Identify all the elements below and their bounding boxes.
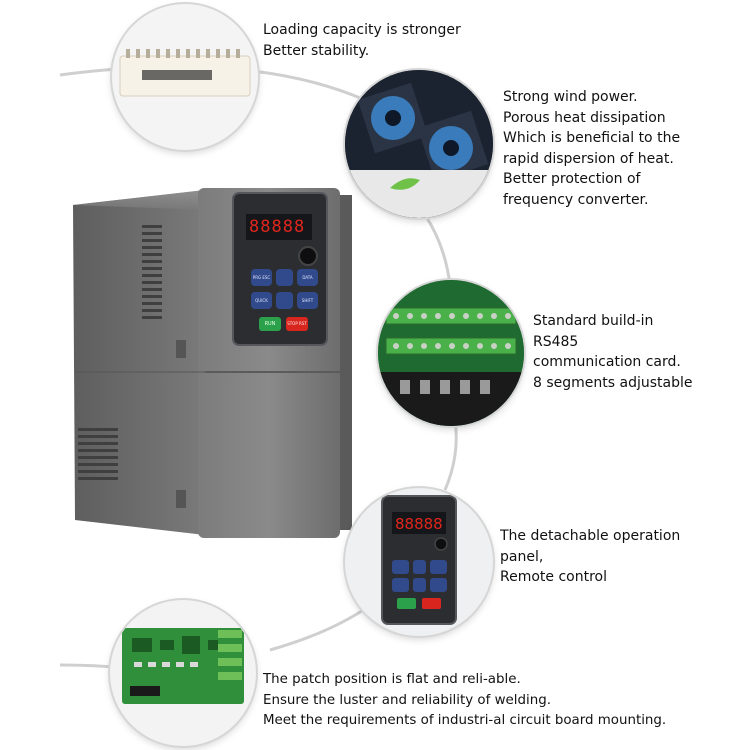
callout-line: Loading capacity is stronger — [263, 22, 461, 38]
side-vent-upper — [142, 225, 162, 319]
callout-line: rapid dispersion of heat. — [503, 150, 674, 167]
svg-text:88888: 88888 — [395, 515, 443, 533]
callout-line: Strong wind power. — [503, 89, 638, 105]
bubble-terminal-board — [378, 280, 524, 426]
key-run[interactable]: RUN — [259, 317, 281, 331]
callout-line: Ensure the luster and reliability of wel… — [263, 692, 551, 708]
callout-line: Porous heat dissipation — [503, 109, 666, 126]
callout-line: The patch position is flat and reli-able… — [263, 672, 521, 687]
callout-wind-power: Strong wind power. Porous heat dissipati… — [503, 87, 680, 210]
callout-line: panel, — [500, 548, 544, 565]
callout-line: The detachable operation — [500, 528, 681, 544]
callout-line: Which is beneficial to the — [503, 130, 681, 146]
callout-patch-position: The patch position is flat and reli-able… — [263, 670, 666, 732]
key-up[interactable] — [276, 269, 293, 286]
callout-line: Better stability. — [263, 42, 370, 59]
bubble-cooling-fans — [345, 70, 493, 218]
callout-line: 8 segments adjustable — [533, 374, 693, 391]
callout-rs485: Standard build-in RS485 communication ca… — [533, 311, 693, 393]
callout-line: Standard build-in — [533, 313, 654, 329]
callout-line: Better protection of — [503, 171, 641, 187]
side-vent-lower — [78, 428, 118, 480]
callout-operation-panel: The detachable operation panel, Remote c… — [500, 526, 680, 588]
key-data-enter[interactable]: DATA ENTER — [297, 269, 318, 286]
bubble-power-module — [112, 4, 258, 150]
callout-line: Remote control — [500, 569, 607, 585]
keypad-knob — [298, 246, 318, 266]
callout-line: RS485 — [533, 333, 579, 350]
key-quick-jog[interactable]: QUICK JOG — [251, 292, 272, 309]
callout-line: Meet the requirements of industri-al cir… — [263, 713, 667, 728]
callout-line: frequency converter. — [503, 191, 649, 208]
key-stop-rst[interactable]: STOP RST — [286, 317, 308, 331]
bubble-detachable-panel: 88888 — [345, 488, 493, 636]
leaf-icon — [390, 178, 420, 190]
key-shift[interactable]: SHIFT — [297, 292, 318, 309]
bubble-patch-pcb — [110, 600, 256, 746]
keypad-display: 88888 — [249, 217, 306, 237]
callout-line: communication card. — [533, 354, 681, 370]
callout-loading-capacity: Loading capacity is stronger Better stab… — [263, 20, 461, 61]
key-prg-esc[interactable]: PRG ESC — [251, 269, 272, 286]
key-down[interactable] — [276, 292, 293, 309]
